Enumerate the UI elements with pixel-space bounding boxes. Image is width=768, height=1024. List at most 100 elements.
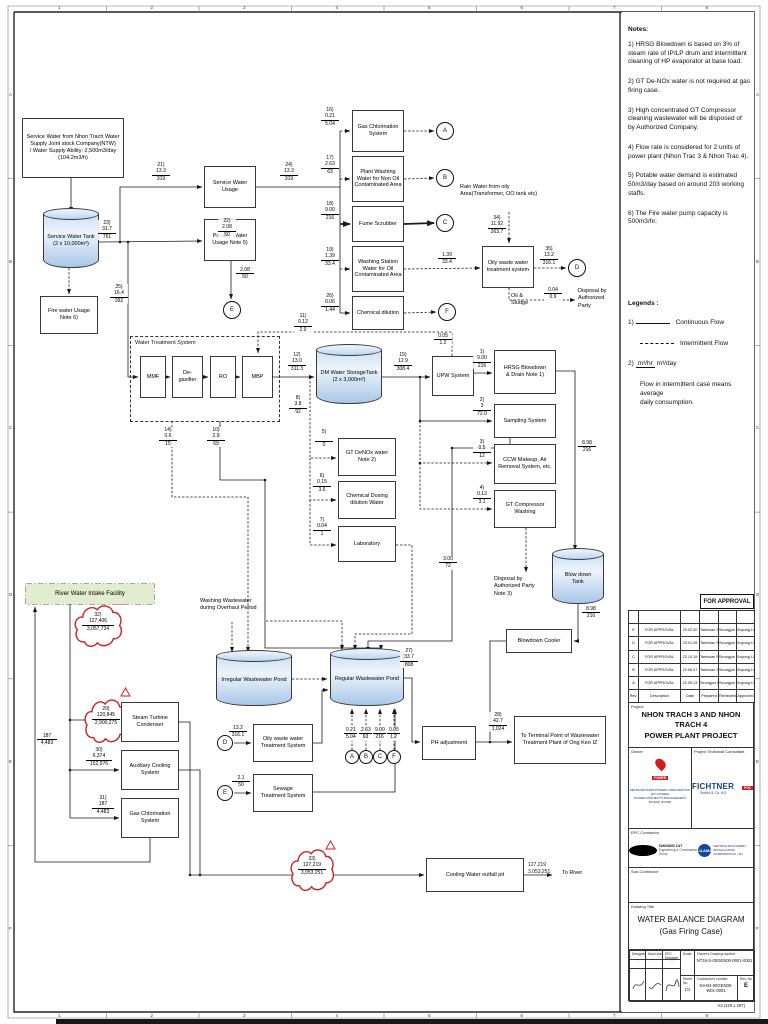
consultant-label: Project Technical Consultant <box>694 749 745 755</box>
pv-power-logo <box>652 756 668 772</box>
flow-label-23: 5)0 <box>315 429 333 449</box>
ph-adjustment: PH adjustment <box>422 726 476 760</box>
hrsg-blowdown-drain: HRSG Blowdown & Drain Note 1) <box>494 350 556 394</box>
connector-c: C <box>436 214 454 232</box>
approval-cell: Soyong Lim <box>736 623 755 638</box>
zone-row-C: C <box>9 425 13 431</box>
flow-line-63 <box>179 721 191 875</box>
cooling-water-outfall-pit: Cooling Water outfall pit <box>426 858 524 892</box>
fire-water-usage: Fire water Usage Note 6) <box>40 296 98 334</box>
consultant-cell: Project Technical Consultant FICHTNER Gm… <box>692 748 753 828</box>
oil-and-sludge-label: Oil & Sludge <box>511 293 529 307</box>
contractor-number-cell: Contractor's number N4-B4-00GEN00-W01-00… <box>694 975 738 1003</box>
sampling-system: Sampling System <box>494 404 556 438</box>
approval-cell: Seungjun Kim <box>718 636 737 651</box>
flow-line-66 <box>33 606 151 863</box>
approval-cell: FOR APPROVAL <box>638 675 681 691</box>
flow-line-51 <box>313 688 329 744</box>
water-treatment-system: Water Treatment System <box>130 336 280 422</box>
connector-b2: B <box>359 750 373 764</box>
connector-d2: D <box>217 735 233 751</box>
flow-line-37 <box>309 500 337 547</box>
approval-cell <box>680 609 700 625</box>
to-river-label: To River <box>562 870 583 876</box>
drawing-title-label: Drawing Title <box>631 904 655 910</box>
condenser-flow-cloud <box>85 700 127 742</box>
designed-signature <box>629 968 646 1003</box>
mbp: MBP <box>242 356 273 398</box>
owner-consultant-section: Owner POWER PETROVIETNAM POWER CORPORATI… <box>628 747 754 830</box>
connector-e: E <box>223 301 241 319</box>
owner-number-cell: Owner's Drawing number NT34-S-00GEN00-00… <box>694 950 755 977</box>
outfall-flow-cloud <box>291 850 333 890</box>
flow-line-7 <box>119 185 203 242</box>
junction-dot <box>198 873 202 877</box>
flow-line-0 <box>7 5 761 1019</box>
flow-line-34 <box>419 463 493 511</box>
approval-cell: Soyong Lim <box>736 636 755 651</box>
junction-dot <box>418 375 422 379</box>
approval-cell: C <box>628 649 639 664</box>
lilama-sub-text: VIETNAM MACHINERY INSTALLATION CORPORATI… <box>713 844 747 857</box>
terminal-point: To Terminal Point of Wastewater Treatmen… <box>514 716 606 764</box>
junction-dot <box>68 768 72 772</box>
service-water-tank: Service Water Tank (2 x 10,000m³) <box>43 208 99 268</box>
zone-row-E: E <box>9 758 13 764</box>
intake-flow-cloud <box>75 606 121 646</box>
legend-block: Legends : 1) Continuous Flow Intermitten… <box>628 300 750 407</box>
junction-dot <box>68 718 72 722</box>
irregular-wastewater-pond: Irregular Wastewater Pond <box>216 650 292 706</box>
zone-col-3: 3 <box>243 1013 246 1018</box>
approval-cell: D <box>628 636 639 651</box>
designed-label: Designed <box>632 952 646 957</box>
zone-col-8: 8 <box>705 5 709 10</box>
zone-col-1: 1 <box>58 5 61 10</box>
zone-row-D: D <box>9 592 13 598</box>
flow-line-47 <box>171 421 250 653</box>
intermittent-line-swatch <box>640 343 674 345</box>
zone-row-B: B <box>756 258 760 264</box>
junction-dot <box>126 240 130 244</box>
owner-number-label: Owner's Drawing number <box>697 952 736 957</box>
sewage-treatment: Sewage Treatment System <box>253 774 313 812</box>
unit-fraction: m³/hr m³/day <box>635 360 676 369</box>
notes-block: Notes: 1) HRSG Blowdown is based on 3% o… <box>628 26 750 238</box>
gt-compressor-washing: GT Compressor Washing <box>494 490 556 528</box>
flow-line-31 <box>256 331 453 356</box>
junction-dot <box>450 446 454 450</box>
approval-cell: FOR APPROVAL <box>638 662 681 677</box>
approval-cell: B <box>628 662 639 677</box>
gas-chlorination-bottom: Gas Chlorination System <box>121 798 179 838</box>
approval-cell <box>699 609 719 625</box>
epc-section: EPC Contractor SAMSUNG C&T Engineering &… <box>628 828 754 869</box>
legend-continuous-label: Continuous Flow <box>675 318 725 326</box>
blowdown-cooler: Blowdown Cooler <box>506 629 572 653</box>
legend-intermittent-row: Intermittent Flow <box>628 340 750 349</box>
note-item-6: 6) The Fire water pump capacity is 500m3… <box>628 209 728 226</box>
subcontractor-section: Sub-Contractor <box>628 867 754 904</box>
